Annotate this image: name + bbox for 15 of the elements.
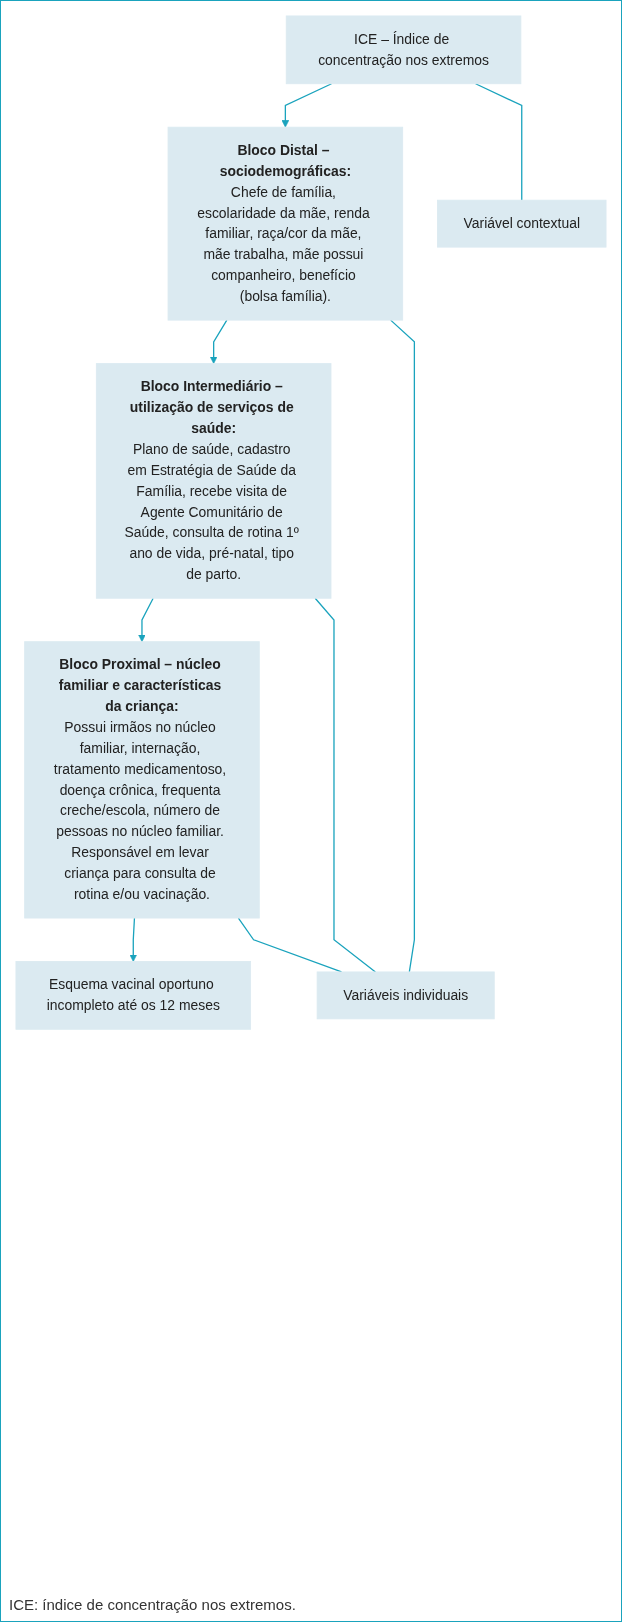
node-box: Bloco Proximal – núcleo familiar e características da criança: Possui irmãos no núcleo familiar, internação, tratamento medicamentoso, doença crônica, frequenta creche/escola, número de pessoas no núcleo familiar. Responsável em levar criança para consulta de rotina e/ou vacinação.: [24, 641, 260, 919]
connector: [474, 83, 523, 201]
connector: [390, 319, 415, 973]
node-box: Bloco Intermediário – utilização de serviços de saúde: Plano de saúde, cadastro em Estratégia de Saúde da Família, recebe visita de Agente Comunitário de Saúde, consulta de rotina 1º ano de vida, pré-natal, tipo de parto.: [95, 363, 332, 599]
node-box: ICE – Índice de concentração nos extremos: [285, 15, 522, 85]
node-box: Variáveis individuais: [316, 971, 495, 1020]
arrow: [281, 83, 333, 128]
node-box: Bloco Distal – sociodemográficas: Chefe de família, escolaridade da mãe, renda familiar, raça/cor da mãe, mãe trabalha, mãe possui companheiro, benefício (bolsa família).: [167, 126, 404, 321]
arrow: [129, 917, 138, 962]
caption: ICE: índice de concentração nos extremos.: [9, 1596, 297, 1613]
node-box: Esquema vacinal oportuno incompleto até os 12 meses: [15, 961, 252, 1030]
arrow: [209, 319, 228, 364]
connector: [314, 597, 377, 973]
arrow: [138, 597, 154, 643]
node-box: Variável contextual: [437, 199, 607, 248]
